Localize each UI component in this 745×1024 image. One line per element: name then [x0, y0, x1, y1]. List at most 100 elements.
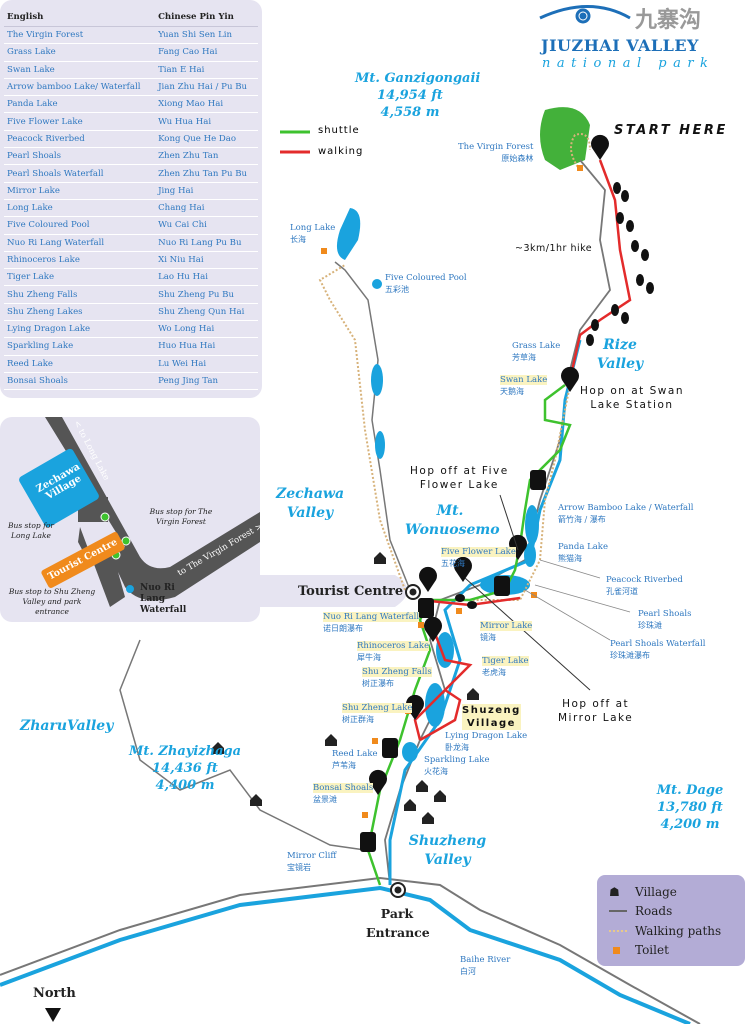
mt-height-m: 4,400 m: [155, 778, 215, 793]
village-icons: [212, 552, 479, 824]
name-cn: 熊猫海: [558, 554, 582, 563]
sparkling-water: [402, 742, 418, 762]
name-en: Swan Lake: [500, 375, 548, 385]
road-line-icon: [609, 910, 627, 913]
line-2: Flower Lake: [419, 479, 499, 491]
english-cell: Shu Zheng Lakes: [4, 303, 156, 322]
english-cell: Five Flower Lake: [4, 112, 156, 131]
inset-callout: [255, 575, 408, 607]
pinyin-cell: Xiong Mao Hai: [155, 95, 258, 114]
name-cn: 镜海: [480, 633, 496, 642]
label-mirror-cliff: Mirror Cliff 宝镜岩: [287, 851, 336, 873]
mt-name: Mt. Zhayizhaga: [128, 744, 242, 759]
pinyin-cell: Tian E Hai: [155, 61, 258, 79]
footprints-icons: [455, 182, 654, 609]
english-cell: Peacock Riverbed: [4, 130, 156, 149]
mt-zhayizhaga: Mt. Zhayizhaga 14,436 ft 4,400 m: [125, 743, 245, 794]
shuttle-route: [366, 384, 572, 886]
name-cn: 五花海: [441, 559, 465, 568]
park-entrance-marker-dot: [394, 886, 402, 894]
valley-name-1: Rize: [603, 337, 637, 353]
pinyin-cell: Wo Long Hai: [155, 320, 258, 339]
name-en: Five Flower Lake: [441, 547, 516, 557]
walking-path-valley: [470, 133, 591, 601]
english-cell: Bonsai Shoals: [4, 372, 156, 391]
label-mirror-lake: Mirror Lake 镜海: [480, 621, 533, 643]
name-cn: 诺日朗瀑布: [323, 624, 363, 633]
north-label: North: [33, 986, 76, 1001]
name-cn: 树正群海: [342, 715, 374, 724]
name-en: Pearl Shoals: [638, 609, 692, 619]
english-cell: Pearl Shoals Waterfall: [4, 164, 156, 183]
name-cn: 五彩池: [385, 285, 409, 294]
name-cn: 芦苇海: [332, 761, 356, 770]
tourist-centre-label: Tourist Centre: [298, 584, 404, 599]
header-english: English: [4, 8, 156, 27]
pinyin-cell: Chang Hai: [155, 199, 258, 218]
english-cell: Panda Lake: [4, 95, 156, 114]
bus-stop-shu-zheng-label: Bus stop to Shu Zheng Valley and park en…: [8, 587, 96, 616]
name-en: Tiger Lake: [482, 656, 529, 666]
name-cn: 卧龙海: [445, 743, 469, 752]
bus-stop-icons: [360, 470, 546, 852]
valley-name-1: Zechawa: [275, 486, 345, 502]
name-en: Baihe River: [460, 955, 511, 965]
pinyin-cell: Kong Que He Dao: [155, 130, 258, 149]
mt-name: Wonuosemo: [405, 522, 500, 538]
tourist-centre-inset: Zechawa Village Tourist Centre < to Long…: [0, 417, 260, 622]
name-en: Reed Lake: [332, 749, 378, 759]
name-cn: 犀牛海: [357, 653, 381, 662]
bus-stop-virgin-forest-label: Bus stop for The Virgin Forest: [149, 507, 213, 526]
name-en: Shu Zheng Falls: [362, 667, 432, 677]
walking-long-lake: [318, 264, 406, 591]
tourist-centre-marker-dot: [409, 588, 417, 596]
logo-title: JIUZHAI VALLEY: [541, 36, 699, 55]
pinyin-cell: Jian Zhu Hai / Pu Bu: [155, 78, 258, 97]
line-1: Hop off at Five: [410, 465, 509, 477]
name-cn: 树正瀑布: [362, 679, 394, 688]
legend-label: Toilet: [635, 943, 669, 958]
mt-prefix: Mt.: [436, 503, 464, 519]
line-2: Entrance: [366, 925, 430, 940]
pinyin-cell: Huo Hua Hai: [155, 337, 258, 356]
name-en: Bonsai Shoals: [313, 783, 374, 793]
pinyin-cell: Peng Jing Tan: [155, 372, 258, 391]
panda-water: [524, 543, 536, 567]
valley-name-2: Valley: [424, 852, 471, 868]
label-five-flower: Five Flower Lake 五花海: [441, 547, 516, 569]
logo-chinese: 九寨沟: [635, 7, 702, 33]
virgin-forest-area: [540, 107, 590, 170]
name-cn: 宝镜岩: [287, 863, 311, 872]
mt-dage: Mt. Dage 13,780 ft 4,200 m: [640, 782, 740, 833]
toilet-icon: [609, 943, 627, 957]
pinyin-cell: Shu Zheng Pu Bu: [155, 285, 258, 304]
name-en: Lying Dragon Lake: [445, 731, 528, 741]
name-translation-table: English Chinese Pin Yin The Virgin Fores…: [0, 0, 262, 398]
english-cell: The Virgin Forest: [4, 26, 156, 45]
pinyin-cell: Wu Hua Hai: [155, 112, 258, 131]
name-en: Peacock Riverbed: [606, 575, 683, 585]
name-en: Grass Lake: [512, 341, 561, 351]
name-en: Mirror Cliff: [287, 851, 337, 861]
english-cell: Mirror Lake: [4, 182, 156, 200]
legend-village: ☗Village: [597, 882, 745, 902]
name-en: Mirror Lake: [480, 621, 533, 631]
